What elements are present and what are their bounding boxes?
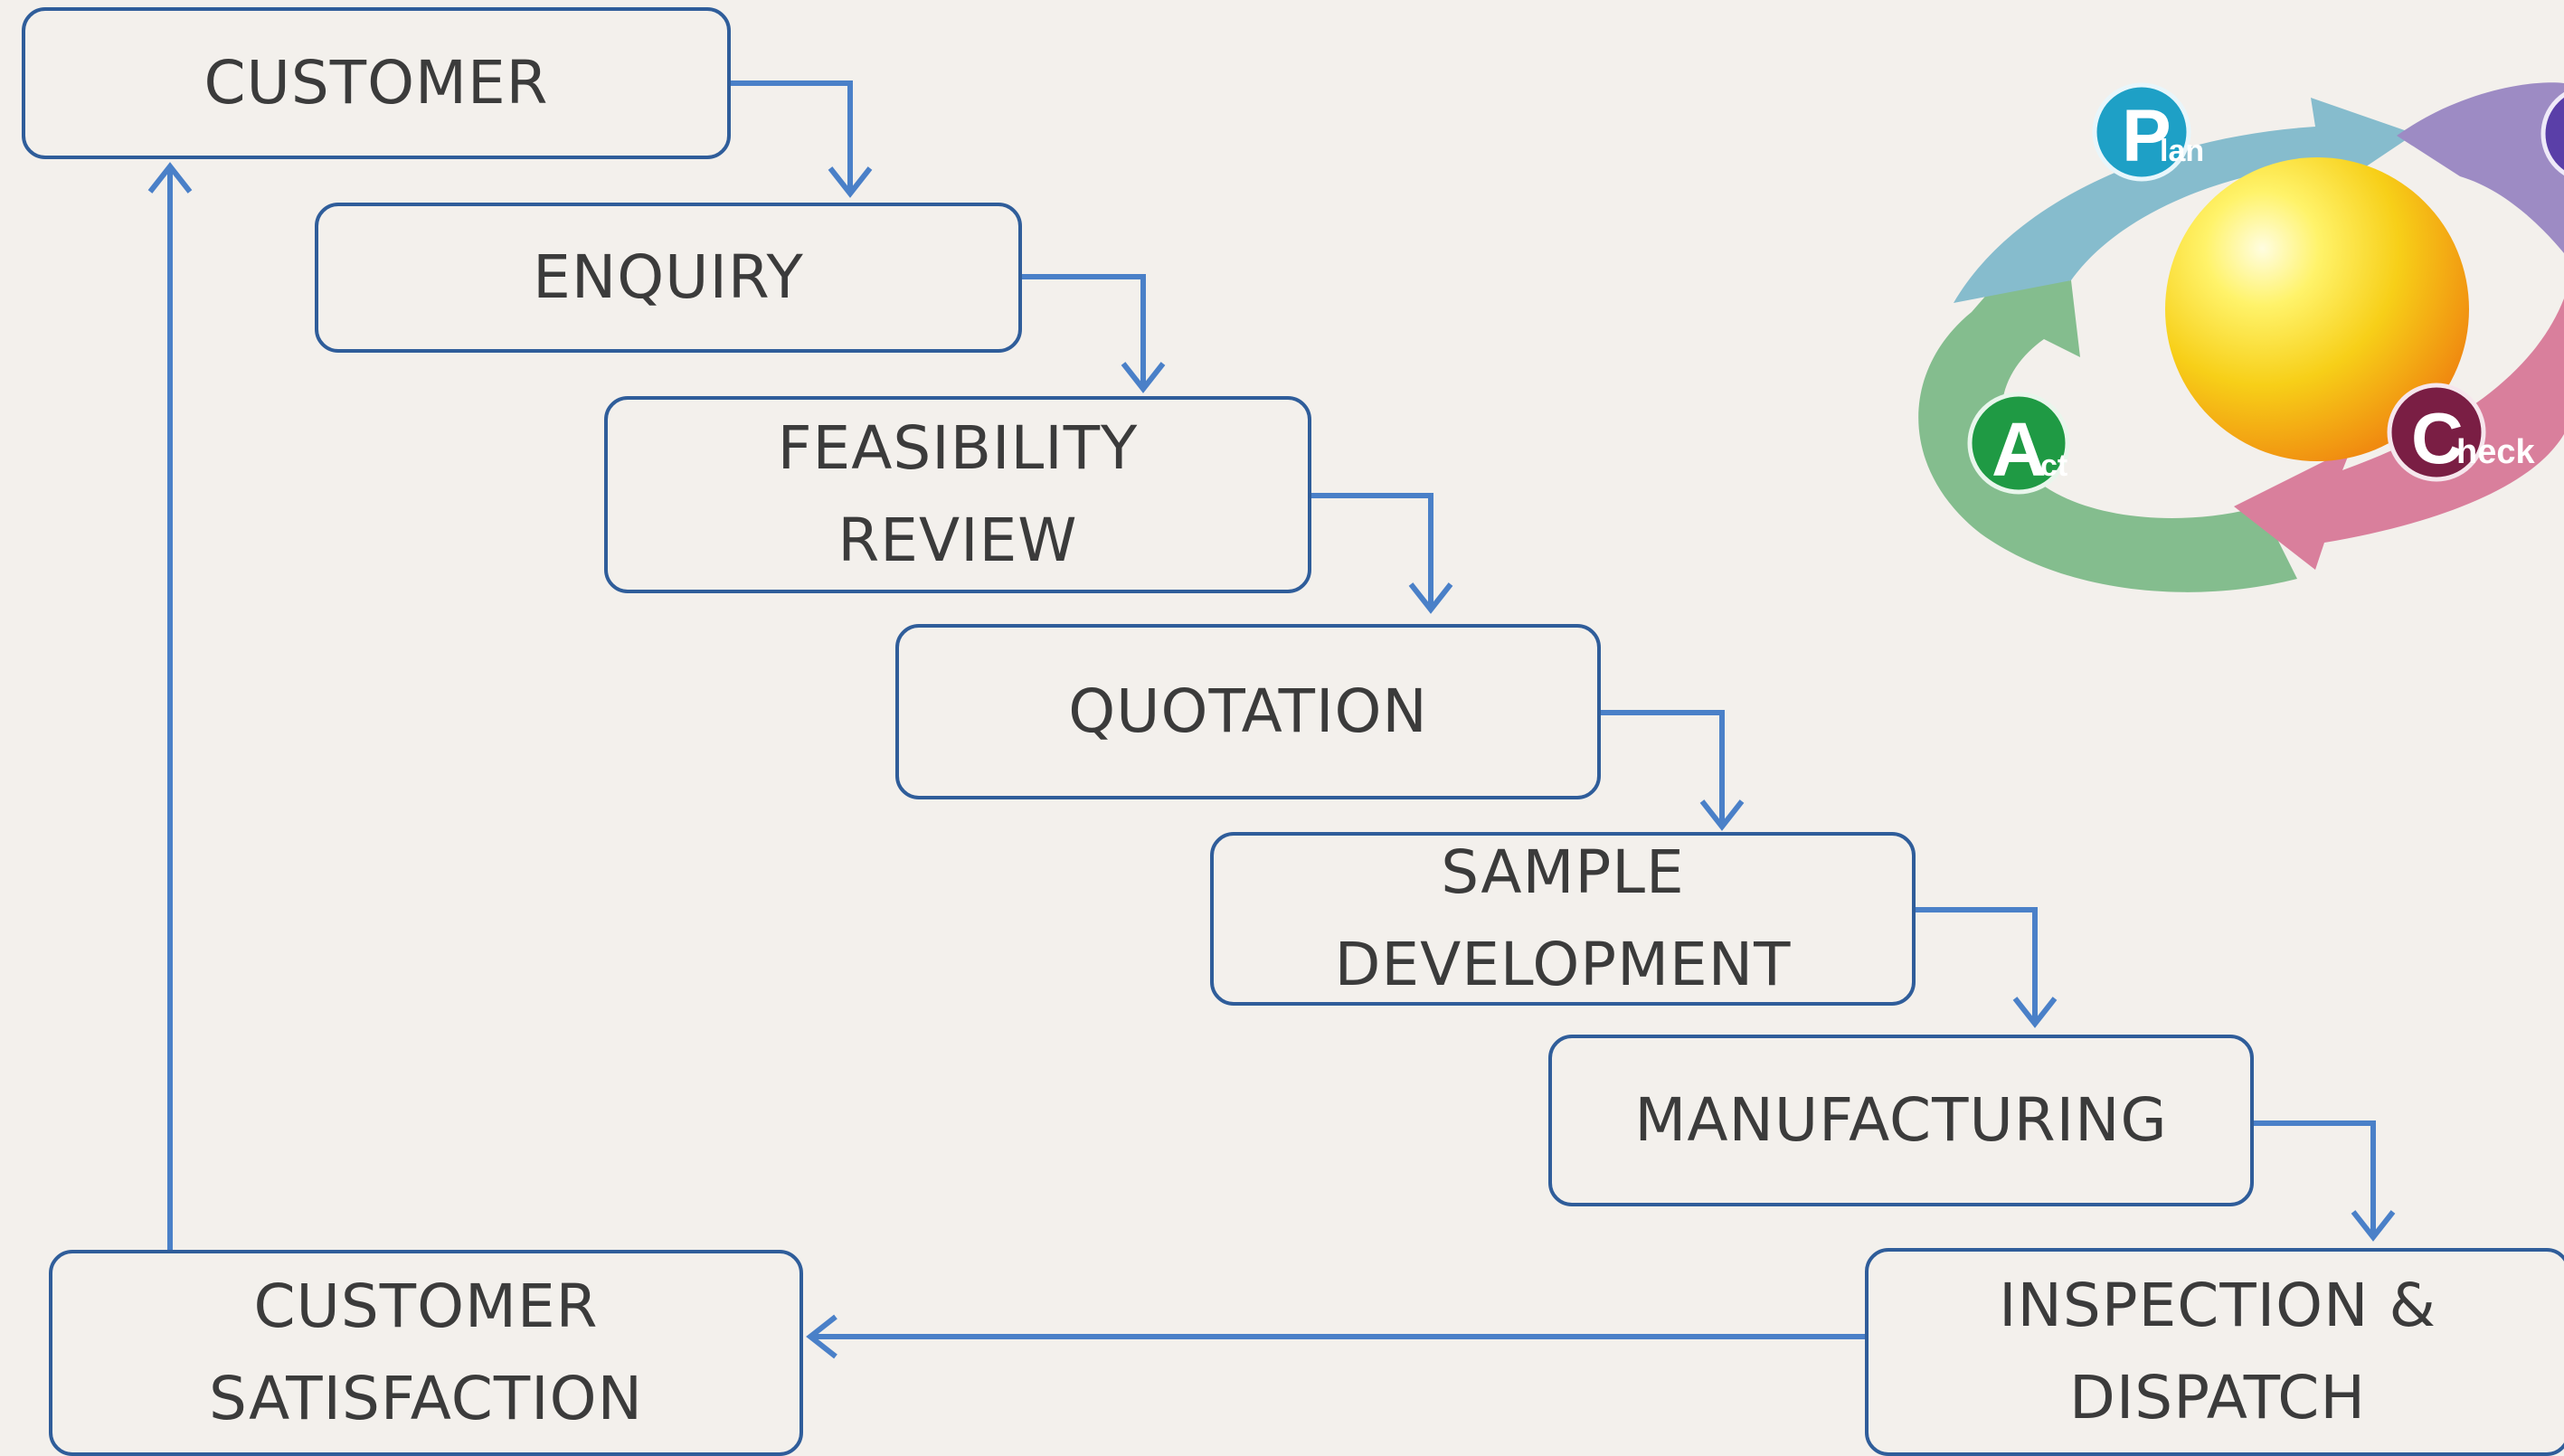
step-enquiry-label: ENQUIRY [533, 242, 804, 312]
pdca-plan-segment [1954, 98, 2415, 303]
arrowhead-feasibility [1121, 362, 1166, 393]
step-sample-label-line2: DEVELOPMENT [1334, 930, 1792, 999]
step-customer: CUSTOMER [22, 7, 731, 159]
connector-layer [147, 80, 2396, 1359]
step-inspection-label-line1: INSPECTION & [1999, 1271, 2436, 1340]
step-sample-development: SAMPLE DEVELOPMENT [1210, 832, 1916, 1006]
arrowhead-inspection [2351, 1210, 2396, 1242]
pdca-center-sphere [2165, 157, 2469, 461]
arrow-enquiry-to-feasibility [1020, 274, 1146, 387]
plan-initial: P [2122, 95, 2171, 177]
step-sample-label-line1: SAMPLE [1441, 837, 1685, 907]
arrowhead-satisfaction [806, 1314, 837, 1359]
check-initial: C [2411, 398, 2464, 478]
step-satisfaction-label-line1: CUSTOMER [253, 1272, 599, 1341]
step-manufacturing-label: MANUFACTURING [1634, 1085, 2168, 1155]
arrowhead-manufacturing [2012, 997, 2058, 1028]
pdca-do-segment [2397, 82, 2564, 253]
arrow-feasibility-to-quotation [1310, 493, 1433, 608]
act-badge [1967, 392, 2070, 495]
step-feasibility-review: FEASIBILITY REVIEW [604, 396, 1311, 593]
pdca-act-segment [1918, 280, 2297, 592]
process-flow-diagram: CUSTOMER ENQUIRY FEASIBILITY REVIEW QUOT… [22, 7, 2564, 1456]
step-manufacturing: MANUFACTURING [1548, 1035, 2254, 1206]
act-rest: ct [2040, 449, 2067, 483]
check-rest: heck [2456, 433, 2535, 471]
arrow-manufacturing-to-inspection [2252, 1120, 2376, 1235]
step-feasibility-label-line2: REVIEW [837, 506, 1078, 575]
arrowhead-customer [147, 162, 193, 194]
arrowhead-sample [1699, 799, 1745, 831]
pdca-cycle-graphic: P lan A ct C heck [1918, 82, 2564, 592]
arrow-sample-to-manufacturing [1914, 907, 2038, 1022]
arrowhead-quotation [1408, 582, 1453, 614]
arrow-quotation-to-sample [1599, 710, 1725, 825]
step-quotation: QUOTATION [895, 624, 1601, 799]
step-enquiry: ENQUIRY [315, 203, 1022, 353]
pdca-check-segment [2234, 298, 2564, 570]
arrow-customer-to-enquiry [729, 80, 853, 192]
do-badge [2540, 91, 2564, 176]
plan-badge [2092, 82, 2191, 182]
check-badge [2387, 383, 2486, 482]
step-customer-label: CUSTOMER [203, 48, 549, 118]
act-initial: A [1992, 407, 2047, 492]
step-quotation-label: QUOTATION [1068, 676, 1428, 746]
plan-rest: lan [2160, 134, 2204, 168]
step-feasibility-label-line1: FEASIBILITY [777, 413, 1139, 483]
arrowhead-enquiry [828, 166, 873, 198]
